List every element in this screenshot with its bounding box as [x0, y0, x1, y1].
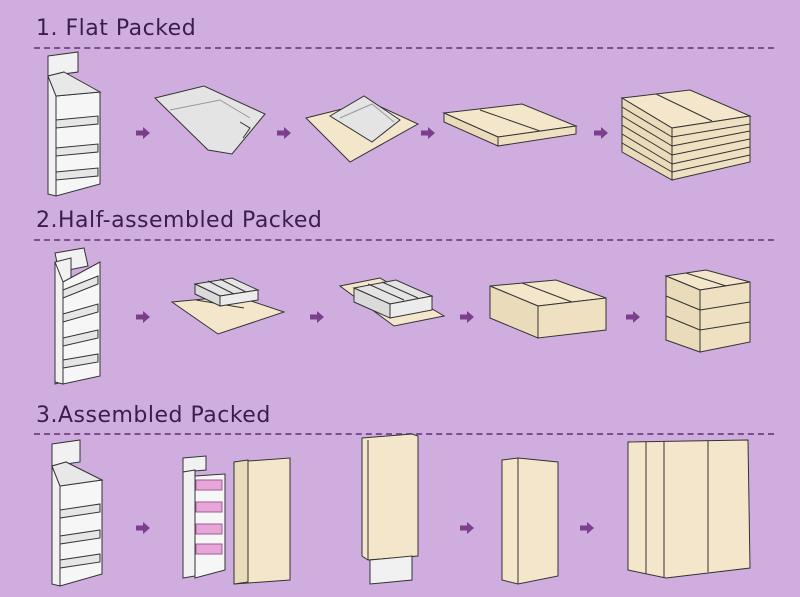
display-stand-icon: [51, 439, 104, 587]
flat-sheet-icon: [305, 95, 420, 163]
carton-box-icon: [501, 457, 559, 585]
right-arrow-icon: [310, 311, 324, 323]
carton-box-icon: [170, 277, 286, 335]
section-title-flat-packed: 1. Flat Packed: [36, 16, 197, 41]
right-arrow-icon: [277, 127, 291, 139]
display-stand-icon: [182, 455, 226, 579]
right-arrow-icon: [136, 311, 150, 323]
right-arrow-icon: [421, 127, 435, 139]
carton-box-icon: [442, 103, 578, 147]
right-arrow-icon: [580, 522, 594, 534]
section-divider: [34, 433, 774, 435]
carton-box-icon: [620, 89, 752, 181]
display-stand-icon: [54, 247, 101, 385]
right-arrow-icon: [460, 522, 474, 534]
display-stand-icon: [47, 51, 102, 197]
carton-box-icon: [361, 433, 419, 585]
carton-box-icon: [233, 457, 291, 585]
carton-box-icon: [489, 279, 607, 339]
section-divider: [34, 239, 774, 241]
right-arrow-icon: [626, 311, 640, 323]
right-arrow-icon: [594, 127, 608, 139]
section-title-half-assembled: 2.Half-assembled Packed: [36, 208, 323, 233]
right-arrow-icon: [136, 127, 150, 139]
carton-box-icon: [627, 439, 751, 579]
section-title-assembled: 3.Assembled Packed: [36, 403, 271, 428]
section-divider: [34, 47, 774, 49]
right-arrow-icon: [136, 522, 150, 534]
right-arrow-icon: [460, 311, 474, 323]
carton-box-icon: [338, 277, 446, 327]
flat-sheet-icon: [154, 85, 266, 155]
carton-box-icon: [664, 269, 751, 353]
